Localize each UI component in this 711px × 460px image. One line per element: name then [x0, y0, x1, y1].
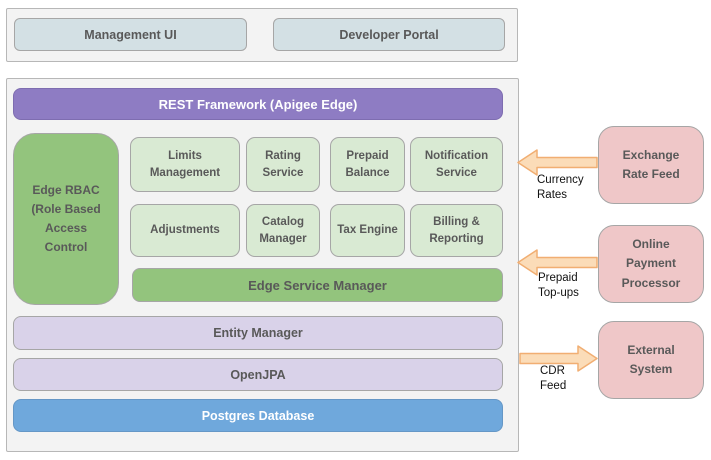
edge-rbac-label: Edge RBAC (Role Based Access Control [31, 182, 101, 255]
notification-service-label: Notification Service [424, 149, 489, 179]
online-payment-processor-label: Online Payment Processor [621, 237, 681, 290]
prepaid-balance-label: Prepaid Balance [345, 149, 390, 179]
cdr-feed-label: CDR Feed [540, 365, 567, 392]
catalog-manager-label: Catalog Manager [259, 215, 307, 245]
postgres-database-label: Postgres Database [201, 408, 315, 423]
currency-rates-label: Currency Rates [537, 174, 584, 201]
prepaid-topups-arrow-icon [517, 249, 598, 276]
adjustments-label: Adjustments [150, 224, 220, 237]
tax-engine-box: Tax Engine [330, 204, 405, 257]
rest-framework-bar: REST Framework (Apigee Edge) [13, 88, 503, 120]
catalog-manager-box: Catalog Manager [246, 204, 320, 257]
entity-manager-label: Entity Manager [213, 326, 303, 340]
exchange-rate-feed-label: Exchange Rate Feed [622, 147, 680, 181]
prepaid-balance-box: Prepaid Balance [330, 137, 405, 192]
limits-management-box: Limits Management [130, 137, 240, 192]
rating-service-box: Rating Service [246, 137, 320, 192]
currency-rates-arrow-icon [517, 149, 598, 176]
management-ui-label: Management UI [84, 27, 177, 42]
tax-engine-label: Tax Engine [337, 224, 398, 237]
adjustments-box: Adjustments [130, 204, 240, 257]
edge-service-manager-bar: Edge Service Manager [132, 268, 503, 302]
online-payment-processor-box: Online Payment Processor [598, 225, 704, 303]
edge-rbac-box: Edge RBAC (Role Based Access Control [13, 133, 119, 305]
rest-framework-label: REST Framework (Apigee Edge) [158, 96, 358, 112]
management-ui-box: Management UI [14, 18, 247, 51]
billing-reporting-box: Billing & Reporting [410, 204, 503, 257]
developer-portal-box: Developer Portal [273, 18, 505, 51]
cdr-feed-arrow-icon [519, 345, 598, 372]
limits-management-label: Limits Management [149, 149, 221, 179]
external-system-label: External System [627, 342, 675, 376]
developer-portal-label: Developer Portal [339, 27, 439, 42]
notification-service-box: Notification Service [410, 137, 503, 192]
billing-reporting-label: Billing & Reporting [429, 215, 484, 245]
openjpa-label: OpenJPA [230, 367, 286, 382]
openjpa-bar: OpenJPA [13, 358, 503, 391]
prepaid-topups-label: Prepaid Top-ups [538, 272, 579, 299]
exchange-rate-feed-box: Exchange Rate Feed [598, 126, 704, 204]
entity-manager-bar: Entity Manager [13, 316, 503, 350]
postgres-database-bar: Postgres Database [13, 399, 503, 432]
rating-service-label: Rating Service [262, 149, 304, 179]
edge-service-manager-label: Edge Service Manager [248, 277, 387, 293]
external-system-box: External System [598, 321, 704, 399]
